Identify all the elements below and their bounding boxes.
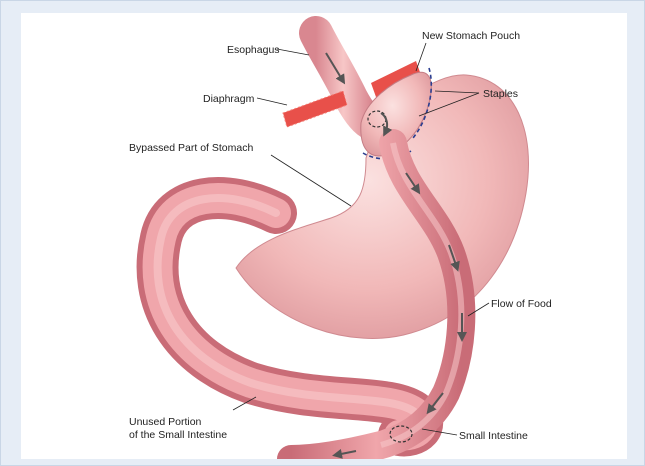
label-new-stomach-pouch: New Stomach Pouch <box>422 30 520 42</box>
label-esophagus: Esophagus <box>227 44 280 56</box>
diagram-panel: Esophagus Diaphragm New Stomach Pouch St… <box>21 13 627 459</box>
gastric-bypass-illustration: Esophagus Diaphragm New Stomach Pouch St… <box>21 13 627 459</box>
label-diaphragm: Diaphragm <box>203 93 255 105</box>
label-unused-portion-line2: of the Small Intestine <box>129 429 227 441</box>
label-unused-portion-line1: Unused Portion <box>129 416 202 428</box>
label-bypassed-stomach: Bypassed Part of Stomach <box>129 142 253 154</box>
label-staples: Staples <box>483 88 518 100</box>
label-small-intestine: Small Intestine <box>459 430 528 442</box>
label-flow-of-food: Flow of Food <box>491 298 552 310</box>
